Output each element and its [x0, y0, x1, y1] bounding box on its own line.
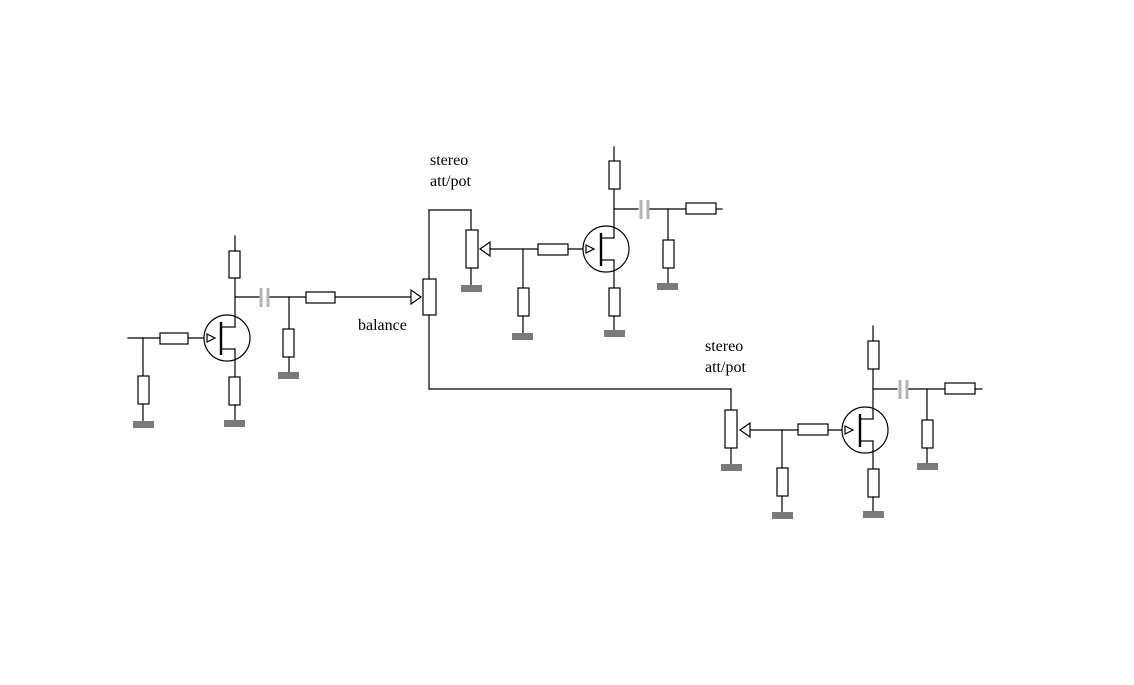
- ground-symbol: [863, 511, 884, 518]
- pot-label-line2: att/pot: [430, 173, 471, 190]
- source-resistor: [867, 468, 880, 498]
- pot-label-line2: att/pot: [705, 359, 746, 376]
- stereo-att-potentiometer: [465, 229, 479, 269]
- top-channel: stereo att/pot: [430, 146, 723, 340]
- drain-resistor: [608, 160, 621, 190]
- output-series-resistor: [944, 382, 976, 395]
- wiper-arrow: [478, 240, 491, 258]
- output-shunt-resistor: [282, 328, 295, 358]
- jfet-transistor: [841, 406, 889, 454]
- ground-symbol: [721, 464, 742, 471]
- balance-label: balance: [358, 317, 407, 334]
- shunt-resistor: [776, 467, 789, 497]
- wiper-arrow: [410, 288, 423, 306]
- jfet-transistor: [203, 314, 251, 362]
- bottom-channel: stereo att/pot: [705, 325, 983, 519]
- source-resistor: [228, 376, 241, 406]
- gate-resistor: [797, 423, 829, 436]
- ground-symbol: [224, 420, 245, 427]
- ground-symbol: [772, 512, 793, 519]
- gate-arrow: [585, 244, 596, 254]
- drain-resistor: [867, 340, 880, 370]
- input-shunt-resistor: [137, 375, 150, 405]
- gate-arrow: [206, 333, 217, 343]
- gate-resistor: [537, 243, 569, 256]
- pot-label-line1: stereo: [705, 338, 743, 355]
- ground-symbol: [278, 372, 299, 379]
- gate-resistor: [159, 332, 189, 345]
- drain-resistor: [228, 250, 241, 279]
- pot-label-line1: stereo: [430, 152, 468, 169]
- input-stage: [127, 235, 413, 428]
- gate-arrow: [844, 425, 855, 435]
- jfet-transistor: [582, 225, 630, 273]
- ground-symbol: [133, 421, 154, 428]
- ground-symbol: [604, 330, 625, 337]
- shunt-resistor: [517, 287, 530, 317]
- ground-symbol: [657, 283, 678, 290]
- balance-potentiometer: [422, 278, 437, 316]
- wiper-arrow: [738, 421, 751, 439]
- output-series-resistor: [305, 291, 336, 304]
- source-resistor: [608, 287, 621, 317]
- ground-symbol: [461, 285, 482, 292]
- stereo-att-potentiometer: [724, 409, 738, 449]
- balance-pot: balance: [358, 209, 732, 411]
- ground-symbol: [512, 333, 533, 340]
- output-series-resistor: [685, 202, 717, 215]
- ground-symbol: [917, 463, 938, 470]
- output-shunt-resistor: [662, 239, 675, 269]
- output-shunt-resistor: [921, 419, 934, 449]
